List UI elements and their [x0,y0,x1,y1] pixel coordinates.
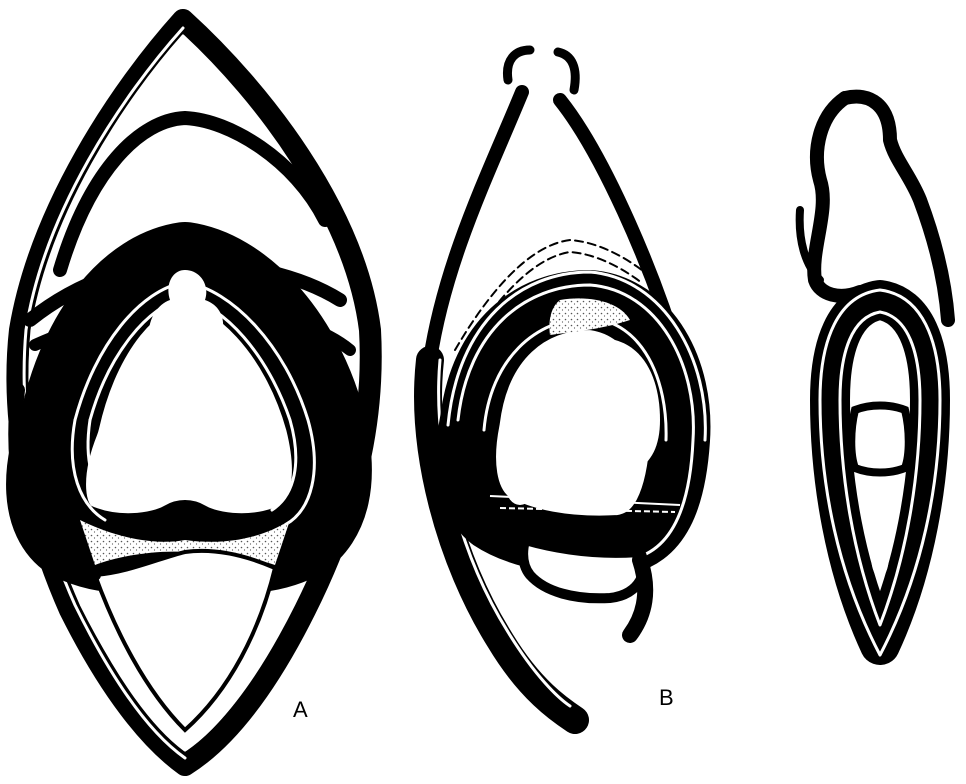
panel-c-top-chamber [814,98,860,296]
panel-b-horn-right-cap [558,52,575,90]
panel-b-foramen-left [506,469,534,505]
panel-b-horn-left-cap [507,50,530,80]
panel-b-main-chamber [523,338,660,478]
panel-a: A [15,20,370,765]
panel-b: B [428,50,705,720]
panel-a-label: A [293,697,308,722]
panel-c-chamber-1 [857,338,904,396]
panel-c [800,97,948,655]
panel-b-lower-chamber [523,540,644,598]
panel-b-foramen-right [600,459,628,489]
panel-c-chamber-2 [851,406,909,473]
panel-c-chamber-3 [858,479,902,540]
panel-b-label: B [659,685,674,710]
